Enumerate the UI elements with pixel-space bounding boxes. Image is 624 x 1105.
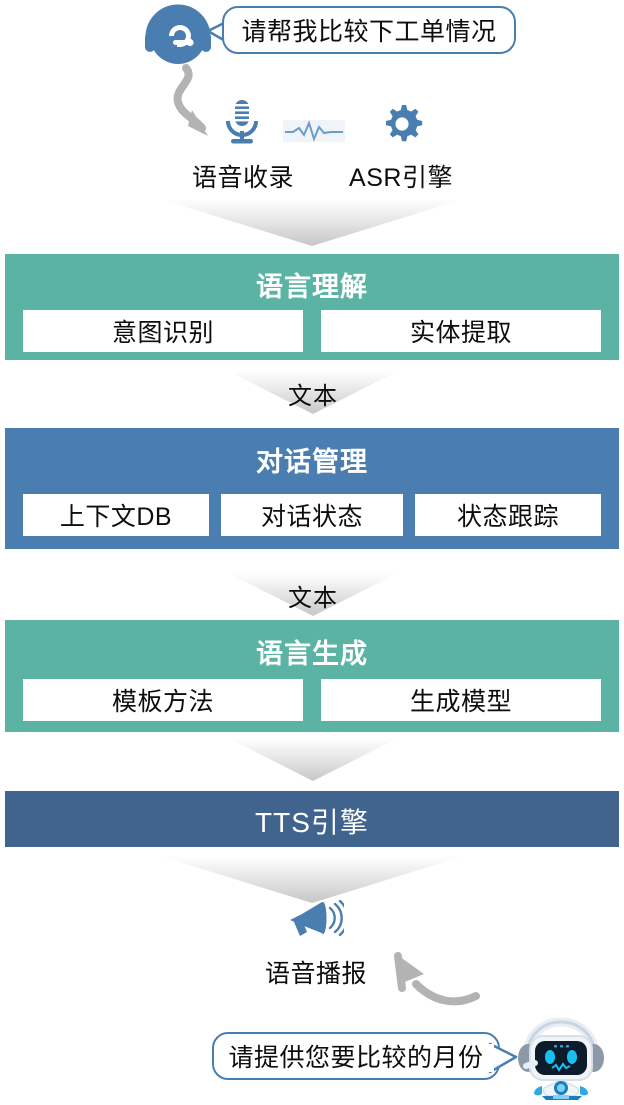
connector-tts-to-output — [160, 856, 464, 903]
connector-nlu-to-dm-label: 文本 — [288, 383, 338, 410]
user-bubble-text: 请帮我比较下工单情况 — [241, 18, 497, 46]
gear-icon — [380, 102, 424, 146]
headset-agent-icon — [138, 4, 224, 64]
megaphone-speaker-icon — [288, 899, 349, 942]
voice-broadcast-label: 语音播报 — [264, 960, 367, 988]
asr-engine-label: ASR引擎 — [349, 164, 453, 192]
box-context-db[interactable]: 上下文DB — [23, 494, 209, 536]
band-tts-title: TTS引擎 — [255, 807, 369, 838]
band-dm-boxes: 上下文DB 对话状态 状态跟踪 — [5, 494, 619, 536]
voice-capture-label: 语音收录 — [191, 164, 294, 192]
box-intent-recognition[interactable]: 意图识别 — [23, 310, 303, 352]
band-nlg-title: 语言生成 — [256, 639, 368, 669]
connector-nlg-to-tts — [228, 738, 398, 781]
box-template-method[interactable]: 模板方法 — [23, 679, 303, 721]
box-entity-extraction[interactable]: 实体提取 — [321, 310, 601, 352]
band-nlg-boxes: 模板方法 生成模型 — [5, 679, 619, 721]
user-speech-bubble: 请帮我比较下工单情况 — [222, 6, 516, 54]
box-dialog-state[interactable]: 对话状态 — [221, 494, 403, 536]
band-nlu-boxes: 意图识别 实体提取 — [5, 310, 619, 352]
microphone-icon — [222, 98, 262, 146]
band-dm-title: 对话管理 — [256, 447, 368, 477]
box-generative-model[interactable]: 生成模型 — [321, 679, 601, 721]
bot-bubble-text: 请提供您要比较的月份 — [228, 1044, 484, 1072]
band-nlu-title: 语言理解 — [256, 272, 368, 302]
curved-arrow-down-right-icon — [158, 62, 230, 148]
connector-dm-to-nlg-label: 文本 — [288, 585, 338, 612]
robot-assistant-icon — [508, 1016, 614, 1101]
box-state-tracking[interactable]: 状态跟踪 — [415, 494, 601, 536]
bot-bubble-tail — [488, 1042, 520, 1076]
bot-speech-bubble: 请提供您要比较的月份 — [212, 1032, 500, 1080]
audio-waveform-icon — [283, 120, 345, 142]
connector-asr-to-nlu — [160, 199, 464, 246]
curved-arrow-up-left-icon — [372, 944, 482, 1024]
band-tts: TTS引擎 — [5, 791, 619, 847]
